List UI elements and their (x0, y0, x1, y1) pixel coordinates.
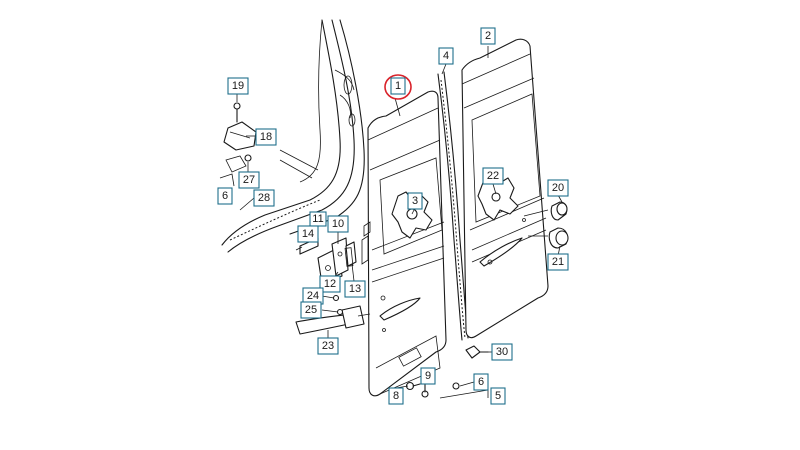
svg-text:23: 23 (322, 340, 334, 352)
svg-text:27: 27 (243, 174, 255, 186)
callout-11[interactable]: 11 (309, 211, 327, 227)
svg-text:25: 25 (305, 304, 317, 316)
callout-12[interactable]: 12 (319, 275, 341, 293)
svg-text:1: 1 (395, 80, 401, 92)
door-stops (523, 201, 569, 249)
callout-2[interactable]: 2 (480, 27, 496, 45)
svg-text:6: 6 (222, 190, 228, 202)
svg-text:5: 5 (495, 390, 501, 402)
callout-8[interactable]: 8 (388, 387, 404, 405)
svg-text:6: 6 (478, 376, 484, 388)
callout-5[interactable]: 5 (490, 387, 506, 405)
vehicle-body-frame (221, 19, 365, 253)
callout-27[interactable]: 27 (238, 171, 260, 189)
svg-text:18: 18 (260, 131, 272, 143)
svg-text:20: 20 (552, 182, 564, 194)
callout-23[interactable]: 23 (317, 337, 339, 355)
svg-text:19: 19 (232, 80, 244, 92)
callout-18[interactable]: 18 (255, 128, 277, 146)
right-rear-door (461, 38, 549, 339)
svg-text:14: 14 (302, 228, 314, 240)
callout-10[interactable]: 10 (327, 215, 349, 233)
callout-6[interactable]: 6 (473, 373, 489, 391)
callout-21[interactable]: 21 (547, 253, 569, 271)
callout-4[interactable]: 4 (438, 47, 454, 65)
svg-text:2: 2 (485, 30, 491, 42)
highlight-ring (384, 74, 412, 100)
svg-text:11: 11 (312, 213, 323, 225)
svg-text:3: 3 (412, 195, 418, 207)
callout-30[interactable]: 30 (491, 343, 513, 361)
svg-text:4: 4 (443, 50, 449, 62)
svg-text:30: 30 (496, 346, 508, 358)
svg-text:13: 13 (349, 283, 361, 295)
svg-text:21: 21 (552, 256, 564, 268)
callout-6-left[interactable]: 6 (217, 187, 233, 205)
striker-bracket (219, 102, 257, 187)
callout-1[interactable]: 1 (390, 77, 406, 95)
callout-3[interactable]: 3 (407, 192, 423, 210)
callout-22[interactable]: 22 (482, 167, 504, 185)
callout-28[interactable]: 28 (253, 189, 275, 207)
svg-text:8: 8 (393, 390, 399, 402)
callout-13[interactable]: 13 (344, 280, 366, 298)
svg-text:22: 22 (487, 170, 499, 182)
svg-text:24: 24 (307, 290, 319, 302)
callout-14[interactable]: 14 (297, 225, 319, 243)
callout-9[interactable]: 9 (420, 367, 436, 385)
svg-text:9: 9 (425, 370, 431, 382)
left-rear-door (361, 90, 447, 397)
callout-24[interactable]: 24 (302, 287, 324, 305)
callout-19[interactable]: 19 (227, 77, 249, 95)
svg-text:28: 28 (258, 192, 270, 204)
callout-20[interactable]: 20 (547, 179, 569, 197)
svg-text:12: 12 (324, 278, 336, 290)
callout-25[interactable]: 25 (300, 301, 322, 319)
outer-handle (295, 294, 371, 335)
svg-text:10: 10 (332, 218, 344, 230)
